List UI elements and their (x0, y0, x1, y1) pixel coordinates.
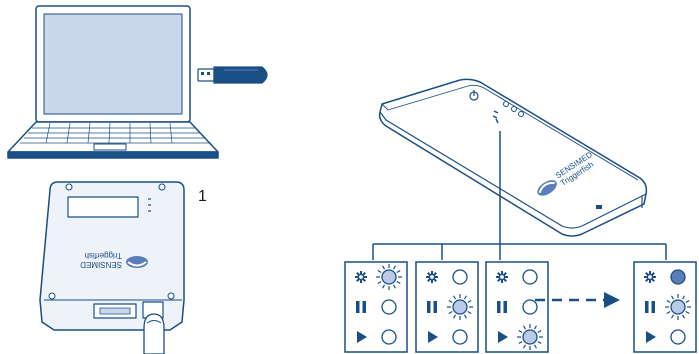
led-blinking (517, 324, 543, 350)
laptop (7, 5, 219, 159)
led-off (670, 329, 686, 345)
gear-icon (496, 271, 508, 283)
recorder-perspective-view (378, 78, 648, 237)
device-led-cluster (503, 101, 524, 117)
laptop-screen (43, 13, 183, 115)
laptop-touchpad (93, 143, 127, 151)
pause-icon (497, 301, 507, 313)
led-state-panels (344, 261, 697, 353)
play-icon (498, 331, 508, 343)
keyboard-keys (20, 122, 211, 144)
led-off (381, 329, 397, 345)
gear-icon (426, 271, 438, 283)
led-blinking (376, 264, 402, 290)
gear-icon (355, 271, 367, 283)
laptop-base (7, 151, 219, 159)
recorder-port-view (39, 181, 185, 331)
connector-lines (372, 131, 667, 260)
usb-dongle (197, 66, 268, 84)
led-panel-3 (485, 261, 549, 353)
led-off (452, 269, 468, 285)
led-off (522, 299, 538, 315)
recorder-logo-flipped: SENSIMED Triggerfish (80, 251, 148, 269)
finger-pressing-button (143, 313, 165, 354)
led-off (522, 269, 538, 285)
pause-icon (356, 301, 366, 313)
sequence-arrow (535, 292, 620, 308)
play-icon (646, 331, 656, 343)
led-panel-2 (415, 261, 479, 353)
panel-frame (485, 261, 549, 353)
pause-icon (645, 301, 655, 313)
play-icon (357, 331, 367, 343)
pause-icon (427, 301, 437, 313)
recorder-product-text: Triggerfish (85, 251, 123, 260)
led-blinking (447, 294, 473, 320)
gear-icon (644, 271, 656, 283)
led-on (670, 269, 686, 285)
led-off (381, 299, 397, 315)
recorder-brand-text: SENSIMED (80, 260, 122, 269)
led-off (452, 329, 468, 345)
led-blinking (665, 294, 691, 320)
step-number: 1 (198, 188, 207, 205)
led-panel-1 (344, 261, 408, 353)
play-icon (428, 331, 438, 343)
led-panel-4 (633, 261, 697, 353)
panel-frame (344, 261, 408, 353)
